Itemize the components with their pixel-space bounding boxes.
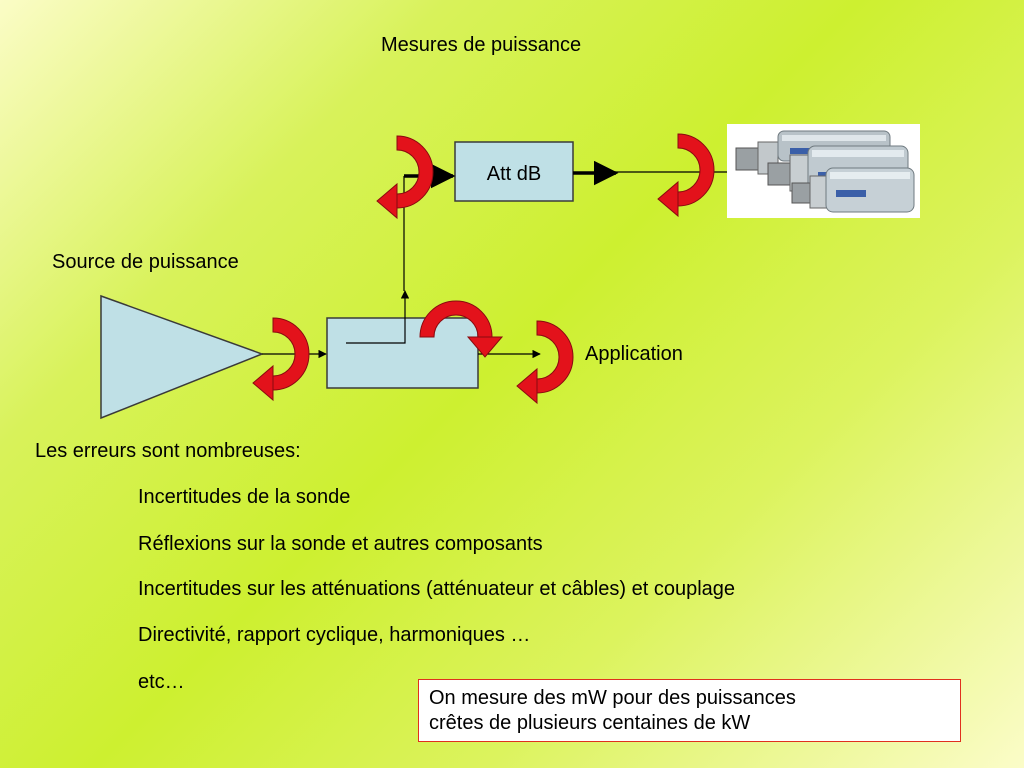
application-label: Application [585,343,683,365]
error-item: Incertitudes sur les atténuations (attén… [138,578,736,600]
attenuator-box [454,141,574,202]
error-item: etc… [138,671,185,693]
error-item: Incertitudes de la sonde [138,486,351,508]
reflection-arrow-icon [252,317,310,401]
amplifier-triangle [100,294,265,420]
power-sensor-photo [727,124,920,218]
source-label: Source de puissance [52,251,239,273]
reflection-arrow-icon [657,133,715,217]
coupler-box [326,317,479,389]
note-line: crêtes de plusieurs centaines de kW [429,712,751,734]
error-item: Réflexions sur la sonde et autres compos… [138,533,543,555]
note-box: On mesure des mW pour des puissances crê… [418,679,961,742]
error-item: Directivité, rapport cyclique, harmoniqu… [138,624,531,646]
reflection-arrow-icon [516,320,574,404]
attenuator-label: Att dB [487,163,541,185]
coupled-path-line [346,290,410,344]
page-title: Mesures de puissance [381,34,582,56]
errors-heading: Les erreurs sont nombreuses: [35,440,301,462]
note-line: On mesure des mW pour des puissances [429,687,796,709]
